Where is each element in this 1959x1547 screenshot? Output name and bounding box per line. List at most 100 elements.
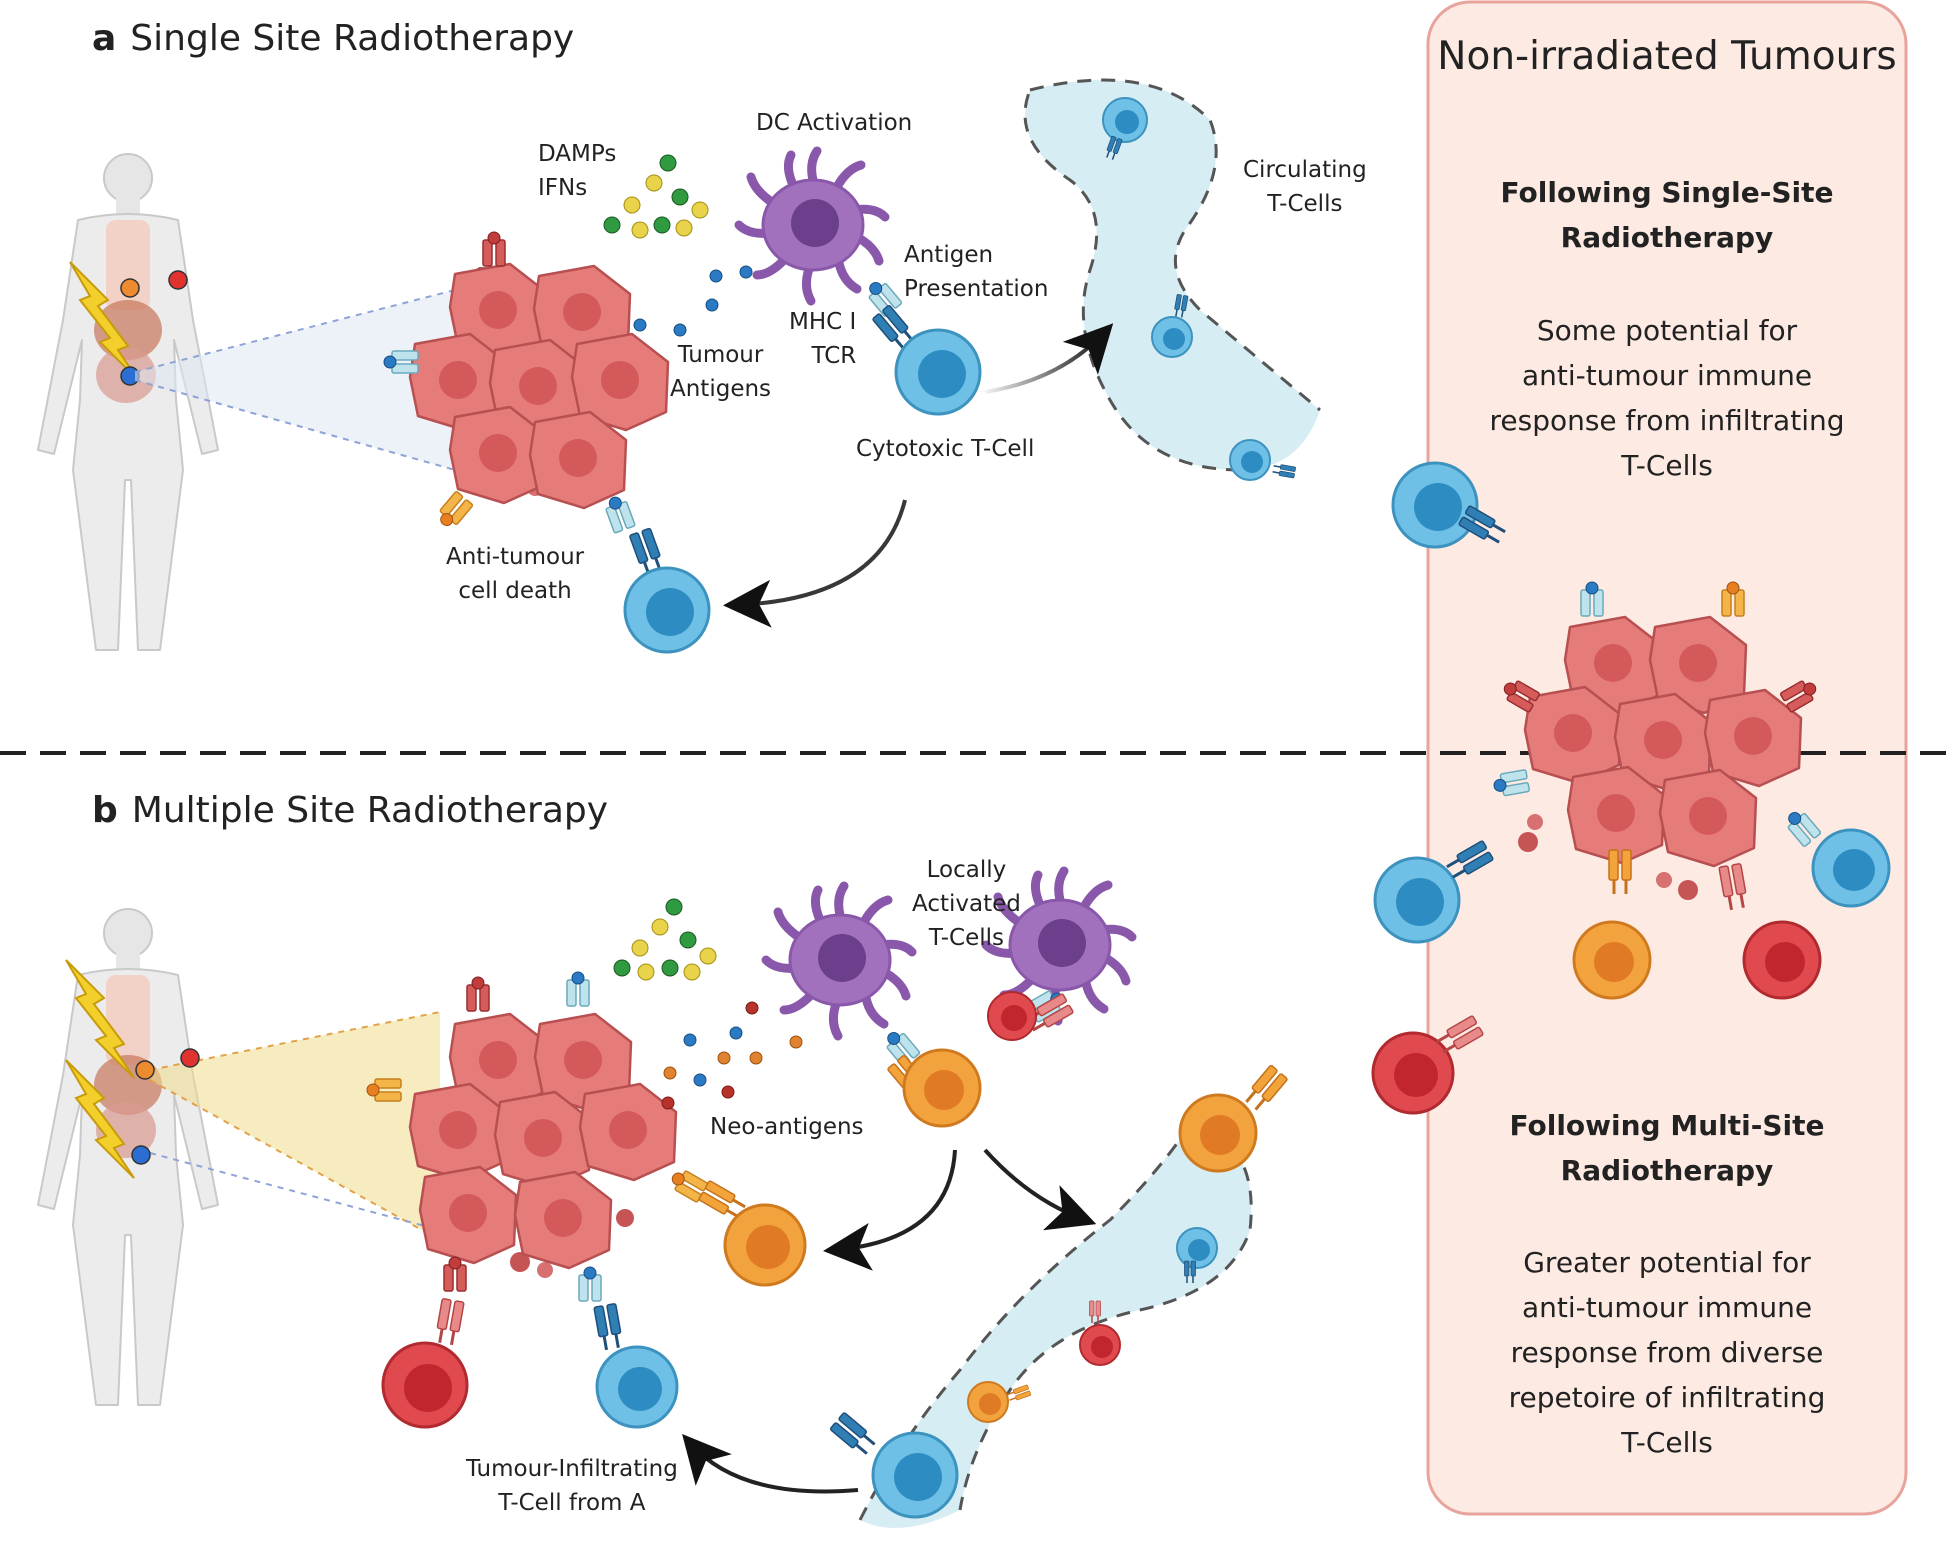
- side-t-cell-blue: [1781, 806, 1891, 908]
- label-antigen-presentation: Antigen Presentation: [904, 238, 1048, 306]
- label-tumour-antigens: Tumour Antigens: [670, 338, 771, 406]
- tumour-antigen-particles-a: [633, 265, 753, 337]
- side-multi-heading-line2: Radiotherapy: [1560, 1154, 1774, 1187]
- damps-particles-a: [603, 154, 709, 239]
- label-t-cells-a: T-Cells: [1267, 191, 1343, 217]
- side-multi-body: Greater potential for anti-tumour immune…: [1428, 1240, 1906, 1465]
- zoom-cone-b: [150, 1012, 440, 1240]
- zoom-cone-a: [135, 290, 455, 470]
- arrow-to-tumour-b: [823, 1149, 957, 1271]
- lightning-icon-b2: [65, 1059, 135, 1179]
- label-tumour: Tumour: [677, 342, 764, 368]
- lightning-icon-b1: [65, 959, 135, 1079]
- label-mhc-tcr: MHC I TCR: [789, 305, 856, 373]
- panel-a-heading: a Single Site Radiotherapy: [92, 18, 574, 59]
- circulating-t-cell-1: [1102, 97, 1148, 162]
- vessel-t-cell-orange: [967, 1381, 1032, 1423]
- side-single-body-line1: Some potential for: [1536, 314, 1798, 347]
- neo-antigen-particles: [661, 1001, 803, 1110]
- side-single-body: Some potential for anti-tumour immune re…: [1428, 308, 1906, 488]
- label-antigens: Antigens: [670, 376, 772, 402]
- side-multi-body-line5: T-Cells: [1621, 1426, 1713, 1459]
- side-multi-heading-line1: Following Multi-Site: [1509, 1109, 1825, 1142]
- label-tumour-infiltrating: Tumour-Infiltrating T-Cell from A: [466, 1452, 678, 1520]
- side-multi-body-line2: anti-tumour immune: [1521, 1291, 1813, 1324]
- side-multi-body-line4: repetoire of infiltrating: [1508, 1381, 1826, 1414]
- label-anti-tumour-cell-death: Anti-tumour cell death: [446, 540, 584, 608]
- migrating-t-cell-mid: [1373, 838, 1495, 944]
- tumour-site-red-b: [180, 1048, 200, 1068]
- vessel-t-cell-blue: [1176, 1227, 1218, 1284]
- tumour-mass-b: [366, 971, 678, 1278]
- panel-a-title: Single Site Radiotherapy: [130, 18, 575, 59]
- label-tcr: TCR: [811, 343, 857, 369]
- label-damps: DAMPs: [538, 141, 617, 167]
- label-cytotoxic-t-cell: Cytotoxic T-Cell: [856, 436, 1035, 462]
- non-irradiated-tumour: [1491, 581, 1822, 900]
- label-activated: Activated: [912, 891, 1021, 917]
- label-anti-tumour: Anti-tumour: [446, 544, 585, 570]
- arrow-from-circulation-b: [682, 1433, 859, 1494]
- tumour-site-orange-b: [135, 1060, 155, 1080]
- label-locally: Locally: [926, 857, 1007, 883]
- panel-b-title: Multiple Site Radiotherapy: [131, 790, 609, 831]
- side-single-body-line3: response from infiltrating: [1489, 404, 1845, 437]
- damps-particles-b: [613, 898, 717, 981]
- side-multi-body-line1: Greater potential for: [1523, 1246, 1811, 1279]
- circulating-t-cell-3: [1229, 439, 1297, 481]
- blood-vessel-a: [1025, 80, 1320, 470]
- tumour-site-red: [168, 270, 188, 290]
- label-tumour-infiltrating-line1: Tumour-Infiltrating: [466, 1456, 678, 1482]
- tumour-infiltrating-t-cell: [828, 1410, 959, 1519]
- arrow-to-vessel-b: [983, 1148, 1097, 1231]
- side-single-heading-line2: Radiotherapy: [1560, 221, 1774, 254]
- side-single-heading: Following Single-Site Radiotherapy: [1428, 170, 1906, 260]
- activated-t-cell-red: [987, 985, 1075, 1041]
- tumour-site-blue-b: [131, 1145, 151, 1165]
- label-ifns: IFNs: [538, 175, 588, 201]
- dendritic-cell-b1: [766, 886, 912, 1036]
- attacking-t-cell-red-b: [381, 1256, 469, 1429]
- tumour-site-orange: [120, 278, 140, 298]
- panel-a-letter: a: [92, 18, 117, 59]
- arrow-to-tumour-killing: [723, 499, 907, 628]
- label-damps-ifns: DAMPs IFNs: [538, 137, 616, 205]
- side-single-body-line4: T-Cells: [1621, 449, 1713, 482]
- label-cell-death: cell death: [458, 578, 572, 604]
- side-panel-title: Non-irradiated Tumours: [1437, 34, 1897, 79]
- label-neo-antigens: Neo-antigens: [710, 1114, 864, 1140]
- panel-b-heading: b Multiple Site Radiotherapy: [92, 790, 608, 831]
- dendritic-cell-a: [739, 151, 885, 301]
- label-dc-activation: DC Activation: [756, 110, 913, 136]
- side-multi-body-line3: response from diverse: [1510, 1336, 1824, 1369]
- side-single-body-line2: anti-tumour immune: [1521, 359, 1813, 392]
- circulating-t-cell-2: [1151, 293, 1193, 358]
- label-t-cells-b: T-Cells: [928, 925, 1005, 951]
- label-locally-activated-t-cells: Locally Activated T-Cells: [912, 853, 1021, 955]
- side-t-cell-orange: [1572, 848, 1652, 1000]
- blood-vessel-b: [860, 1125, 1252, 1528]
- label-mhc: MHC I: [789, 309, 857, 335]
- migrating-t-cell-top: [1391, 461, 1510, 549]
- attacking-t-cell-orange-b: [666, 1165, 807, 1287]
- attacking-t-cell-a: [602, 492, 711, 654]
- human-body-b: [37, 908, 219, 1406]
- vessel-t-cell-red: [1079, 1300, 1121, 1366]
- side-multi-heading: Following Multi-Site Radiotherapy: [1428, 1103, 1906, 1193]
- human-body-a: [37, 153, 219, 651]
- label-antigen: Antigen: [904, 242, 994, 268]
- label-circulating: Circulating: [1243, 157, 1367, 183]
- label-presentation: Presentation: [904, 276, 1049, 302]
- cytotoxic-t-cell-a: [862, 276, 982, 416]
- activated-t-cell-orange: [880, 1026, 982, 1128]
- label-t-cell-from-a: T-Cell from A: [498, 1490, 646, 1516]
- migrating-t-cell-red: [1371, 1013, 1485, 1115]
- attacking-t-cell-blue-b: [578, 1266, 679, 1429]
- side-t-cell-red: [1717, 862, 1822, 1000]
- panel-b-letter: b: [92, 790, 118, 831]
- arrow-to-circulation: [984, 323, 1114, 394]
- label-circulating-t-cells: Circulating T-Cells: [1243, 153, 1367, 221]
- side-single-heading-line1: Following Single-Site: [1500, 176, 1834, 209]
